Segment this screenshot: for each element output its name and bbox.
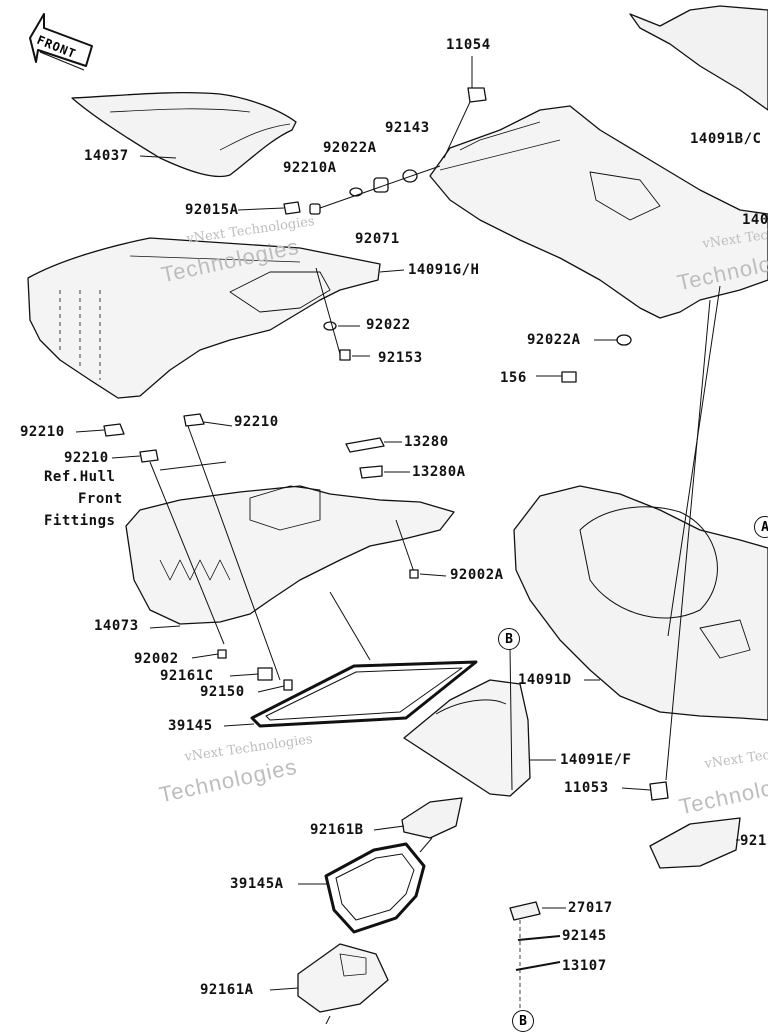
part-92161b-pad (401, 797, 463, 839)
part-92161a-pad (297, 943, 389, 1013)
label-27017: 27017 (568, 900, 613, 916)
part-39145-seal (250, 660, 478, 728)
part-11053-clip (649, 781, 669, 801)
label-13107: 13107 (562, 958, 607, 974)
part-top-right-partial (629, 5, 768, 111)
label-92153: 92153 (378, 350, 423, 366)
label-11053: 11053 (564, 780, 609, 796)
part-92022-washer (323, 321, 337, 331)
callout-a: A (754, 516, 768, 538)
label-39145: 39145 (168, 718, 213, 734)
label-92022a-right: 92022A (527, 332, 581, 348)
label-14091-cut: 1409 (742, 212, 768, 228)
label-14091gh: 14091G/H (408, 262, 480, 278)
label-156: 156 (500, 370, 527, 386)
part-13280-bracket (345, 437, 385, 453)
part-92161-pad-right (649, 817, 741, 869)
label-92210-mid: 92210 (234, 414, 279, 430)
label-14037: 14037 (84, 148, 129, 164)
part-92022a-top-washer (349, 187, 363, 197)
label-92071: 92071 (355, 231, 400, 247)
label-39145a: 39145A (230, 876, 284, 892)
part-13280a-plate (359, 465, 383, 479)
callout-b-top: B (498, 628, 520, 650)
ref-note-line3: Fittings (44, 513, 116, 529)
part-14037-seat-cover (71, 92, 297, 178)
part-11054-clip (467, 87, 487, 103)
ref-note-line2: Front (78, 491, 123, 507)
label-92002: 92002 (134, 651, 179, 667)
part-14091d-hull-interior (513, 485, 768, 721)
part-39145a-seal (324, 842, 426, 934)
part-27017-plate (509, 901, 541, 921)
part-92210-clip-low (139, 449, 159, 463)
part-92210a-clip (309, 203, 321, 215)
part-92022a-right-washer (616, 334, 632, 346)
label-14073: 14073 (94, 618, 139, 634)
label-92161b: 92161B (310, 822, 364, 838)
part-92210-clip-mid (183, 413, 205, 427)
part-92015a-clip (283, 201, 301, 215)
label-92022: 92022 (366, 317, 411, 333)
part-92002a-bolt (409, 569, 419, 579)
label-92161c: 92161C (160, 668, 214, 684)
label-92022a-top: 92022A (323, 140, 377, 156)
label-14091d: 14091D (518, 672, 572, 688)
label-92150: 92150 (200, 684, 245, 700)
label-92002a: 92002A (450, 567, 504, 583)
label-11054: 11054 (446, 37, 491, 53)
label-14091bc: 14091B/C (690, 131, 762, 147)
label-92145: 92145 (562, 928, 607, 944)
part-156-bolt (561, 371, 577, 383)
label-13280: 13280 (404, 434, 449, 450)
part-92071-grommet (373, 177, 389, 193)
part-92161c-pad (257, 667, 273, 681)
label-14091ef: 14091E/F (560, 752, 632, 768)
label-92161-cut: 921 (740, 833, 767, 849)
part-14073-tray (125, 461, 455, 625)
part-92002-bolt (217, 649, 227, 659)
part-14091bc-side-cover (429, 105, 768, 319)
label-13280a: 13280A (412, 464, 466, 480)
ref-note-line1: Ref.Hull (44, 469, 116, 485)
part-92150-screw (283, 679, 293, 691)
label-92210-left: 92210 (20, 424, 65, 440)
part-14091gh-seat-panel (27, 237, 381, 399)
part-92153-bolt (339, 349, 351, 361)
part-14091ef-cup (403, 679, 531, 797)
label-92210a: 92210A (283, 160, 337, 176)
label-92210-low: 92210 (64, 450, 109, 466)
part-92210-clip-left (103, 423, 125, 437)
label-92143: 92143 (385, 120, 430, 136)
callout-b-bottom: B (512, 1010, 534, 1032)
label-92161a: 92161A (200, 982, 254, 998)
front-arrow-icon (29, 13, 93, 71)
label-92015a: 92015A (185, 202, 239, 218)
